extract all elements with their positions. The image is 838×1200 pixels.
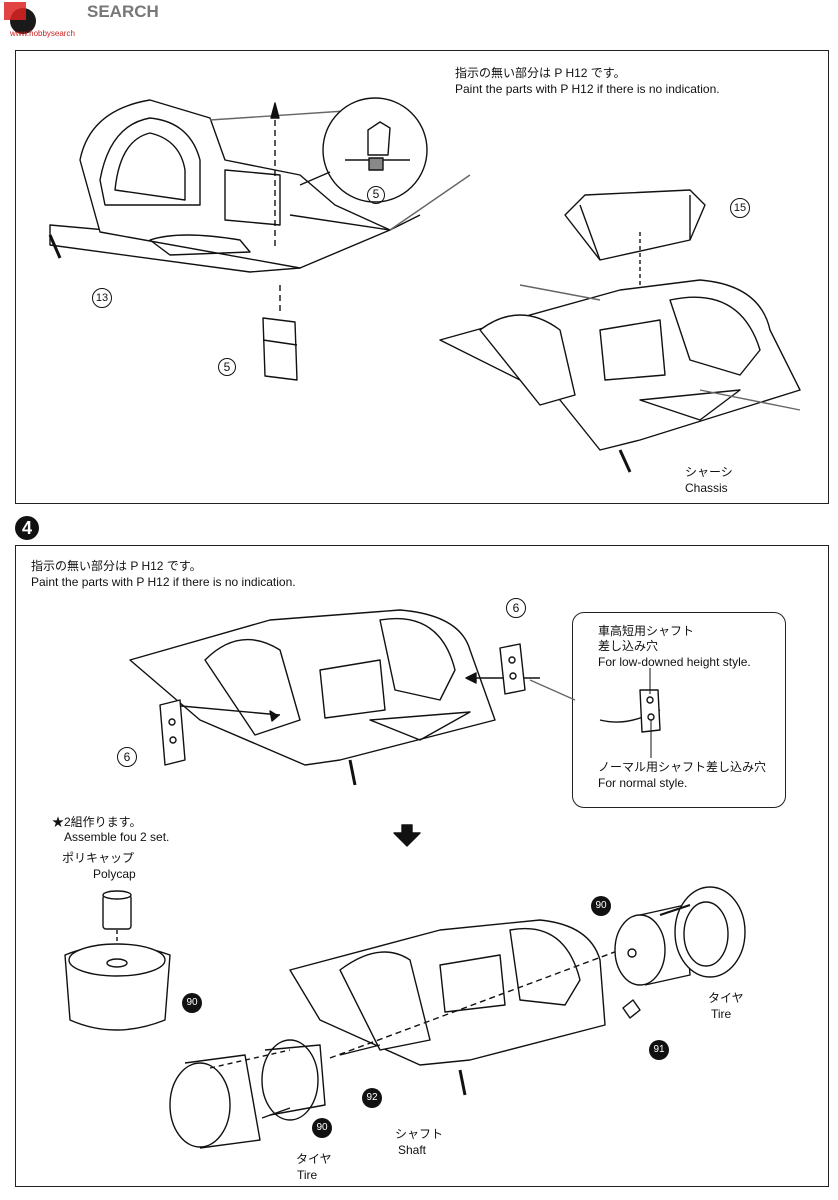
callout-normal-en: For normal style.: [598, 776, 688, 790]
step4-sets-note-jp: ★2組作ります。: [52, 815, 142, 829]
step3-part5-callout-label: 5: [367, 186, 385, 204]
watermark-text: SEARCH: [87, 2, 159, 21]
tire-right-label-jp: タイヤ: [708, 991, 744, 1005]
step4-part6-left-shape: [159, 699, 186, 766]
step4-part91-label: 91: [649, 1040, 669, 1060]
step4-paint-note-en: Paint the parts with P H12 if there is n…: [31, 575, 296, 589]
step4-part90-left-label: 90: [312, 1118, 332, 1138]
step4-part6-right-label: 6: [506, 598, 526, 618]
polycap-label-jp: ポリキャップ: [62, 851, 135, 865]
step3-part15-label: 15: [730, 198, 750, 218]
step4-part90-polycap-label: 90: [182, 993, 202, 1013]
polycap-label-en: Polycap: [93, 867, 136, 881]
tire-left-label-jp: タイヤ: [296, 1152, 332, 1166]
shaft-label-en: Shaft: [398, 1143, 427, 1157]
step3-part5-label: 5: [218, 358, 236, 376]
shaft-label-jp: シャフト: [395, 1127, 444, 1141]
step3-part13-label: 13: [92, 288, 112, 308]
step3-chassis-label-jp: シャーシ: [685, 465, 733, 479]
step3-chassis-label-en: Chassis: [685, 481, 728, 495]
tire-right-label-en: Tire: [711, 1007, 732, 1021]
step3-part5-shape: [262, 317, 298, 381]
callout-normal-jp: ノーマル用シャフト差し込み穴: [598, 760, 767, 774]
step4-part90-right-label: 90: [591, 896, 611, 916]
callout-low-jp-line2: 差し込み穴: [598, 639, 659, 653]
step3-paint-note-jp: 指示の無い部分は P H12 です。: [455, 66, 626, 80]
callout-low-jp-line1: 車高短用シャフト: [598, 624, 695, 638]
watermark-logo: [4, 2, 44, 36]
watermark-logo-mark-red: [4, 2, 26, 20]
step4-part6-right-shape: [499, 643, 526, 695]
step4-number-badge: 4: [15, 516, 39, 540]
step4-sets-note-en: Assemble fou 2 set.: [64, 830, 170, 844]
step3-paint-note-en: Paint the parts with P H12 if there is n…: [455, 82, 720, 96]
step4-part92-label: 92: [362, 1088, 382, 1108]
step4-part6-left-label: 6: [117, 747, 137, 767]
callout-low-en: For low-downed height style.: [598, 655, 751, 669]
tire-left-label-en: Tire: [297, 1168, 318, 1182]
watermark-subtext: www.hobbysearch: [10, 29, 75, 38]
step4-paint-note-jp: 指示の無い部分は P H12 です。: [31, 559, 202, 573]
step4-shaft-hole-callout: [572, 612, 786, 808]
step4-down-arrow: [393, 824, 421, 847]
